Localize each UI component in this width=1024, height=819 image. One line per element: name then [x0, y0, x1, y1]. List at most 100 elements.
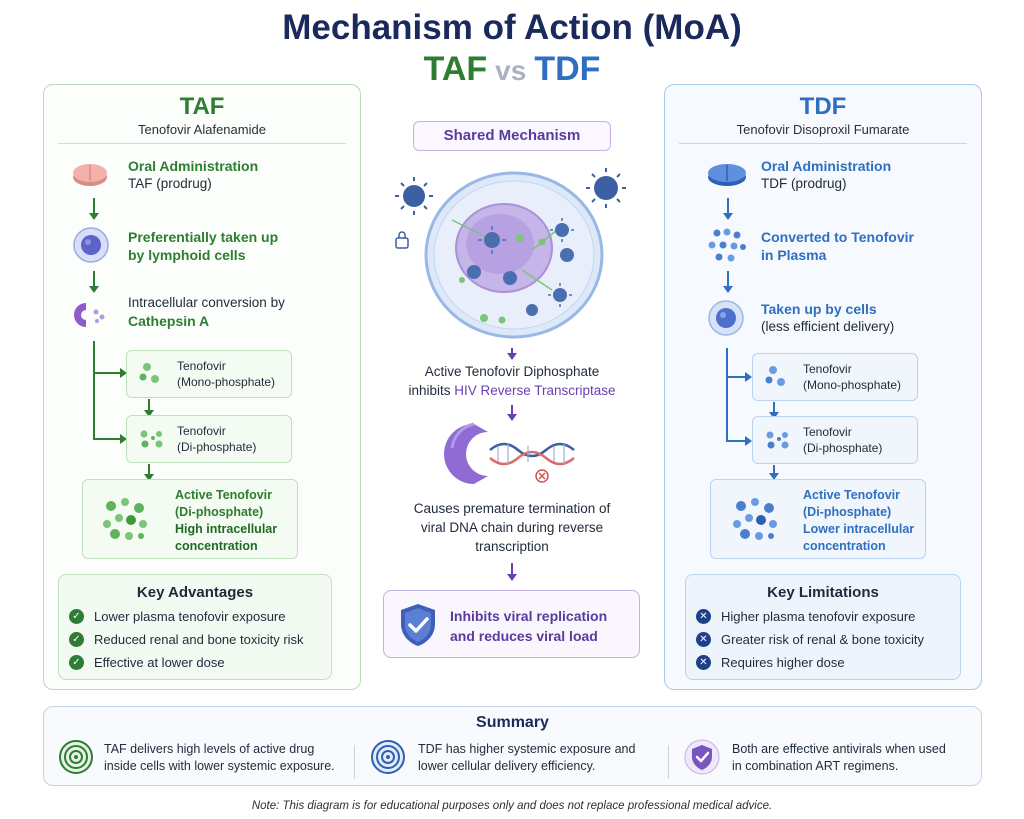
summary-box: Summary TAF delivers high levels of acti…	[43, 706, 982, 786]
lock-icon	[395, 231, 409, 249]
summary-item-tdf: TDF has higher systemic exposure and low…	[418, 741, 635, 775]
tdf-active-box: Active Tenofovir (Di-phosphate) Lower in…	[710, 479, 926, 559]
taf-panel-title: TAF	[179, 93, 225, 120]
taf-full-name: Tenofovir Alafenamide	[138, 122, 266, 137]
summary-item1-line2: inside cells with lower systemic exposur…	[104, 759, 335, 773]
molecule-dots-icon	[139, 363, 159, 383]
taf-arrow-2	[89, 271, 99, 293]
taf-arrow-1	[89, 198, 99, 220]
taf-active-line4: concentration	[175, 539, 258, 553]
taf-bracket-to-mono	[93, 372, 123, 374]
check-icon: ✓	[69, 609, 84, 624]
tdf-step-uptake: Taken up by cells (less efficient delive…	[761, 300, 894, 336]
summary-item-both: Both are effective antivirals when used …	[732, 741, 946, 775]
tdf-bracket-line	[726, 348, 728, 442]
molecule-cluster-icon	[733, 498, 777, 540]
pill-icon	[708, 164, 746, 186]
tdf-mono-box: Tenofovir (Mono-phosphate)	[752, 353, 918, 401]
molecule-dots-icon	[765, 366, 785, 386]
page-title: Mechanism of Action (MoA)	[282, 8, 742, 47]
tdf-mono-line1: Tenofovir	[803, 362, 852, 376]
tdf-active-line4: concentration	[803, 539, 886, 553]
shared-inhibit-highlight: HIV Reverse Transcriptase	[454, 383, 616, 398]
tdf-step-plasma-line1: Converted to Tenofovir	[761, 229, 914, 245]
molecule-dots-icon	[140, 430, 163, 448]
shared-term-line1: Causes premature termination of	[413, 501, 611, 516]
taf-step-conversion: Intracellular conversion by Cathepsin A	[128, 294, 285, 330]
x-icon: ✕	[696, 609, 711, 624]
tdf-panel-title: TDF	[799, 93, 847, 120]
check-icon: ✓	[69, 655, 84, 670]
key-limitations-title: Key Limitations	[767, 584, 879, 601]
taf-divider	[58, 143, 346, 144]
tdf-step-uptake-line2: (less efficient delivery)	[761, 319, 895, 334]
tdf-active-line3: Lower intracellular	[803, 522, 915, 536]
summary-item3-line2: in combination ART regimens.	[732, 759, 899, 773]
tdf-full-name: Tenofovir Disoproxil Fumarate	[736, 122, 910, 137]
check-icon: ✓	[69, 632, 84, 647]
shared-mechanism-badge: Shared Mechanism	[413, 121, 611, 151]
result-line2: and reduces viral load	[450, 628, 598, 644]
shared-inhibit-text: Active Tenofovir Diphosphate inhibits HI…	[382, 362, 642, 400]
summary-divider	[354, 745, 355, 779]
taf-arrowhead-mono	[120, 368, 127, 378]
tdf-arrowhead-mono	[745, 372, 752, 382]
limitation-item: ✕ Requires higher dose	[696, 655, 845, 670]
reverse-transcriptase-dna-illustration	[444, 422, 575, 484]
subtitle-taf: TAF	[423, 50, 488, 88]
key-limitations-box: Key Limitations ✕ Higher plasma tenofovir…	[685, 574, 961, 680]
summary-item1-line1: TAF delivers high levels of active drug	[104, 742, 315, 756]
tdf-mono-line2: (Mono-phosphate)	[803, 378, 902, 392]
advantage-item: ✓ Lower plasma tenofovir exposure	[69, 609, 286, 624]
cell-icon	[73, 227, 109, 263]
advantage-text: Lower plasma tenofovir exposure	[94, 609, 286, 624]
shared-inhibit-line1: Active Tenofovir Diphosphate	[424, 364, 600, 379]
tdf-step-oral-title: Oral Administration	[761, 158, 892, 174]
taf-active-line1: Active Tenofovir	[175, 488, 273, 502]
taf-active-line3: High intracellular	[175, 522, 278, 536]
shield-check-icon	[401, 604, 435, 646]
taf-bracket-to-di	[93, 438, 123, 440]
taf-arrow-di-active	[144, 464, 154, 481]
tdf-arrow-di-active	[769, 465, 779, 480]
disclaimer-note: Note: This diagram is for educational pu…	[251, 800, 773, 812]
shared-arrow-2	[507, 405, 517, 421]
virus-icon	[395, 177, 433, 215]
key-advantages-box: Key Advantages ✓Lower plasma tenofovir e…	[58, 574, 332, 680]
tdf-di-line2: (Di-phosphate)	[803, 441, 883, 455]
summary-title: Summary	[476, 714, 549, 731]
taf-arrow-mono-di	[144, 399, 154, 417]
tdf-active-line1: Active Tenofovir	[803, 488, 901, 502]
tdf-bracket-to-di	[726, 440, 748, 442]
limitation-text: Higher plasma tenofovir exposure	[721, 609, 916, 624]
tdf-panel: TDF Tenofovir Disoproxil Fumarate Oral A…	[664, 84, 982, 690]
tdf-arrow-2	[723, 271, 733, 293]
taf-di-box: Tenofovir (Di-phosphate)	[126, 415, 292, 463]
x-icon: ✕	[696, 655, 711, 670]
shared-inhibit-prefix: inhibits	[408, 383, 455, 398]
tdf-step-uptake-line1: Taken up by cells	[761, 301, 877, 317]
taf-step-conversion-line1: Intracellular conversion by	[128, 295, 285, 310]
taf-step-oral-title: Oral Administration	[128, 158, 259, 174]
cell-illustration	[395, 168, 626, 339]
tdf-arrowhead-di	[745, 436, 752, 446]
summary-item2-line2: lower cellular delivery efficiency.	[418, 759, 596, 773]
limitation-text: Requires higher dose	[721, 655, 845, 670]
advantage-item: ✓Effective at lower dose	[69, 655, 225, 670]
pill-icon	[73, 164, 107, 186]
shared-termination-text: Causes premature termination of viral DN…	[382, 499, 642, 556]
taf-arrowhead-di	[120, 434, 127, 444]
tdf-divider	[679, 143, 967, 144]
target-icon	[371, 740, 405, 774]
taf-step-conversion-line2: Cathepsin A	[128, 313, 210, 329]
shared-arrow-1	[507, 348, 517, 360]
shared-term-line3: transcription	[475, 539, 549, 554]
molecule-cluster-icon	[103, 498, 147, 540]
advantage-text: Reduced renal and bone toxicity risk	[94, 632, 304, 647]
enzyme-icon	[74, 303, 105, 327]
taf-bracket-line	[93, 341, 95, 440]
subtitle-tdf: TDF	[534, 50, 601, 88]
tdf-arrow-1	[723, 198, 733, 220]
tdf-step-oral: Oral Administration TDF (prodrug)	[761, 157, 891, 193]
tdf-arrow-mono-di	[769, 402, 779, 419]
